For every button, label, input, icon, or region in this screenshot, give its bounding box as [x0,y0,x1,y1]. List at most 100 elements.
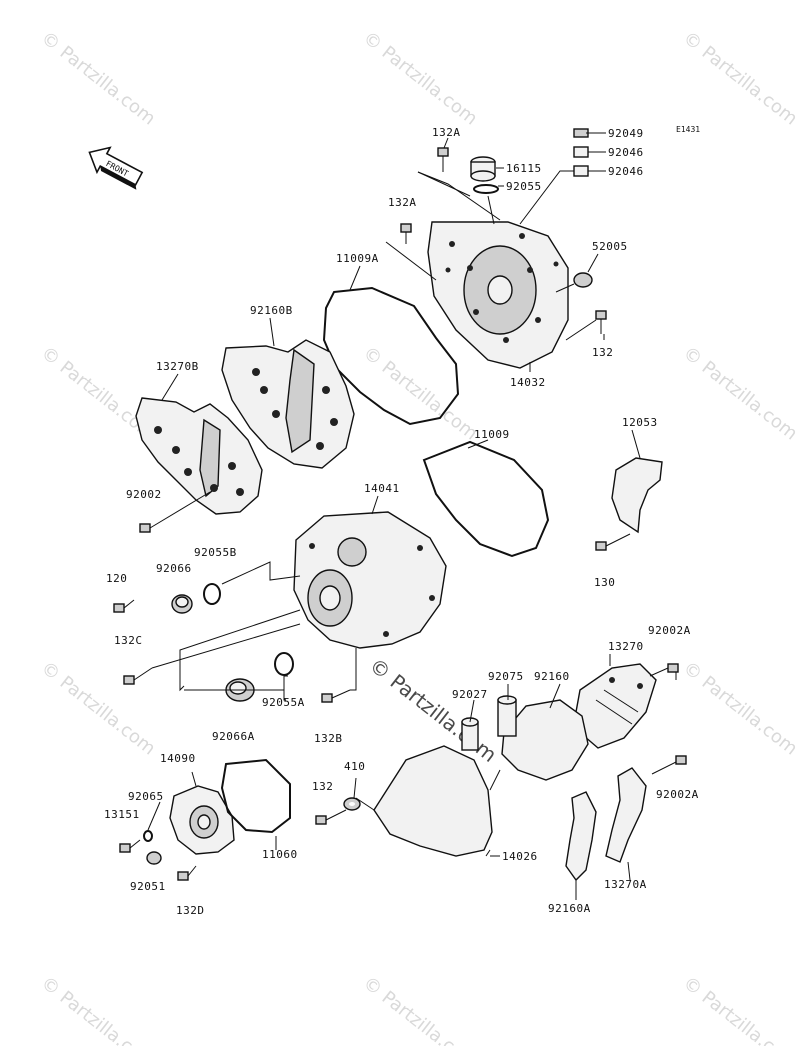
label-130: 130 [594,576,615,589]
bolt-13151 [119,839,141,853]
bolt-132A-top [437,147,449,172]
label-92051: 92051 [130,880,166,893]
label-132A: 132A [432,126,461,139]
oil-filler-cap-16115 [470,156,496,182]
cap-92049 [573,128,589,138]
label-14041: 14041 [364,482,400,495]
label-92049: 92049 [608,127,644,140]
label-11009A: 11009A [336,252,379,265]
watermark: © Partzilla.com [679,657,800,759]
plate-92160B [221,339,355,469]
label-92046: 92046 [608,165,644,178]
o-ring-92055 [473,184,499,194]
plate-13270B [135,397,263,515]
label-13270B: 13270B [156,360,199,373]
label-92066: 92066 [156,562,192,575]
label-92002A: 92002A [648,624,691,637]
plug-92066A [225,678,255,702]
label-132D: 132D [176,904,205,917]
bolt-132B [321,689,351,703]
bushing-92046-top [573,146,589,158]
o-ring-92065 [143,830,153,842]
label-13270A: 13270A [604,878,647,891]
watermark: © Partzilla.com [359,972,481,1046]
label-92055A: 92055A [262,696,305,709]
gasket-11009A [322,286,460,426]
label-92055: 92055 [506,180,542,193]
watermark: © Partzilla.com [679,27,800,129]
label-132A: 132A [388,196,417,209]
label-11060: 11060 [262,848,298,861]
label-92160A: 92160A [548,902,591,915]
plate-92160A [565,791,597,882]
gasket-11060 [220,758,291,834]
label-92065: 92065 [128,790,164,803]
label-92055B: 92055B [194,546,237,559]
label-410: 410 [344,760,365,773]
watermark: © Partzilla.com [359,27,481,129]
sleeve-92075 [497,695,517,737]
collar-92027 [461,717,479,751]
label-92066A: 92066A [212,730,255,743]
bolt-132D [177,865,197,881]
label-132C: 132C [114,634,143,647]
plate-13270 [575,663,657,749]
bolt-92002A-low [651,755,687,775]
watermark: © Partzilla.com [37,27,159,129]
label-13270: 13270 [608,640,644,653]
sprocket-cover-14026 [373,745,493,857]
label-92160B: 92160B [250,304,293,317]
label-92075: 92075 [488,670,524,683]
label-13151: 13151 [104,808,140,821]
label-92002: 92002 [126,488,162,501]
bolt-132A-mid [400,223,412,244]
label-92160: 92160 [534,670,570,683]
bolt-92002A-top [649,663,679,677]
watermark: © Partzilla.com [679,972,800,1046]
label-11009: 11009 [474,428,510,441]
bushing-92046-bottom [573,165,589,177]
watermark: © Partzilla.com [37,972,159,1046]
label-120: 120 [106,572,127,585]
label-92002A: 92002A [656,788,699,801]
label-132: 132 [592,346,613,359]
o-ring-92055B [203,583,221,605]
watermark: © Partzilla.com [359,342,481,444]
label-92046: 92046 [608,146,644,159]
label-52005: 52005 [592,240,628,253]
label-14026: 14026 [502,850,538,863]
cover-92160 [501,699,589,781]
seal-52005 [573,272,593,288]
part-labels: 132A 16115 92055 92049 92046 92046 132A … [104,126,699,917]
bolt-130 [595,533,631,551]
diagram-code: E1431 [676,125,700,134]
clutch-cover-14032 [427,221,569,369]
leader-lines [147,132,677,900]
label-92027: 92027 [452,688,488,701]
bolt-132 [595,310,607,334]
label-132: 132 [312,780,333,793]
bolt-92002 [139,491,211,533]
label-132B: 132B [314,732,343,745]
watermark: © Partzilla.com [37,657,159,759]
seal-92051 [146,851,162,865]
bolt-132-low [315,809,347,825]
o-ring-92055A [274,652,294,676]
generator-cover-14041 [293,511,447,649]
watermark: © Partzilla.com [679,342,800,444]
plug-92066 [171,594,193,614]
pump-assembly-14090 [169,785,235,855]
gasket-11009 [422,440,550,558]
label-14032: 14032 [510,376,546,389]
front-arrow-icon: FRONT [88,146,144,190]
label-14090: 14090 [160,752,196,765]
guard-12053 [611,457,663,534]
bolt-132C [123,667,153,685]
plate-13270A [605,767,647,863]
label-12053: 12053 [622,416,658,429]
bolt-120 [113,599,135,613]
label-16115: 16115 [506,162,542,175]
washer-410 [343,797,361,811]
